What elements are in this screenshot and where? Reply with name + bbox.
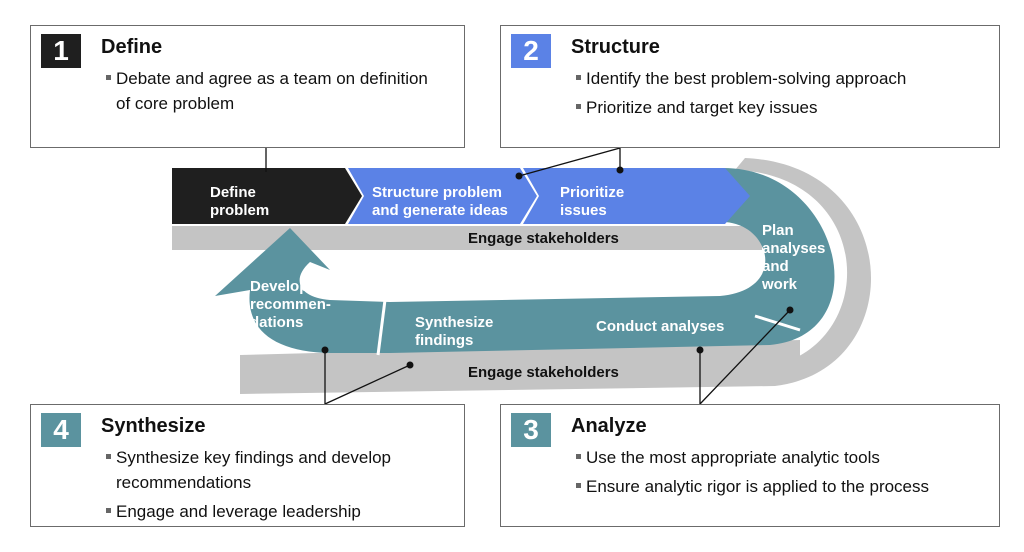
step-number-1: 1 bbox=[41, 34, 81, 68]
step-box-analyze: 3 Analyze Use the most appropriate analy… bbox=[500, 404, 1000, 527]
bullet: Prioritize and target key issues bbox=[576, 95, 986, 120]
bullet: Identify the best problem-solving approa… bbox=[576, 66, 986, 91]
prioritize-chevron bbox=[523, 168, 750, 224]
engage-band-bottom bbox=[240, 340, 800, 384]
bullet: Synthesize key findings and develop reco… bbox=[106, 445, 446, 495]
step-bullets-synthesize: Synthesize key findings and develop reco… bbox=[106, 445, 446, 528]
step-bullets-analyze: Use the most appropriate analytic tools … bbox=[576, 445, 986, 503]
bullet: Engage and leverage leadership bbox=[106, 499, 446, 524]
gray-loop-shadow bbox=[240, 158, 872, 394]
bullet: Debate and agree as a team on definition… bbox=[106, 66, 436, 116]
label-engage-bottom: Engage stakeholders bbox=[468, 364, 619, 381]
define-chevron bbox=[172, 168, 362, 224]
step-title-define: Define bbox=[101, 36, 163, 58]
bullet: Ensure analytic rigor is applied to the … bbox=[576, 474, 986, 499]
step-box-structure: 2 Structure Identify the best problem-so… bbox=[500, 25, 1000, 148]
step-number-4: 4 bbox=[41, 413, 81, 447]
bullet: Use the most appropriate analytic tools bbox=[576, 445, 986, 470]
step-title-synthesize: Synthesize bbox=[101, 415, 206, 437]
step-bullets-structure: Identify the best problem-solving approa… bbox=[576, 66, 986, 124]
label-engage-top: Engage stakeholders bbox=[468, 230, 619, 247]
label-conduct-analyses: Conduct analyses bbox=[596, 318, 725, 335]
teal-return-arrow bbox=[215, 228, 390, 353]
step-number-3: 3 bbox=[511, 413, 551, 447]
step-bullets-define: Debate and agree as a team on definition… bbox=[106, 66, 436, 120]
structure-chevron bbox=[348, 168, 537, 224]
step-title-structure: Structure bbox=[571, 36, 660, 58]
step-title-analyze: Analyze bbox=[571, 415, 647, 437]
engage-band-top bbox=[172, 226, 762, 250]
step-box-synthesize: 4 Synthesize Synthesize key findings and… bbox=[30, 404, 465, 527]
step-box-define: 1 Define Debate and agree as a team on d… bbox=[30, 25, 465, 148]
step-number-2: 2 bbox=[511, 34, 551, 68]
